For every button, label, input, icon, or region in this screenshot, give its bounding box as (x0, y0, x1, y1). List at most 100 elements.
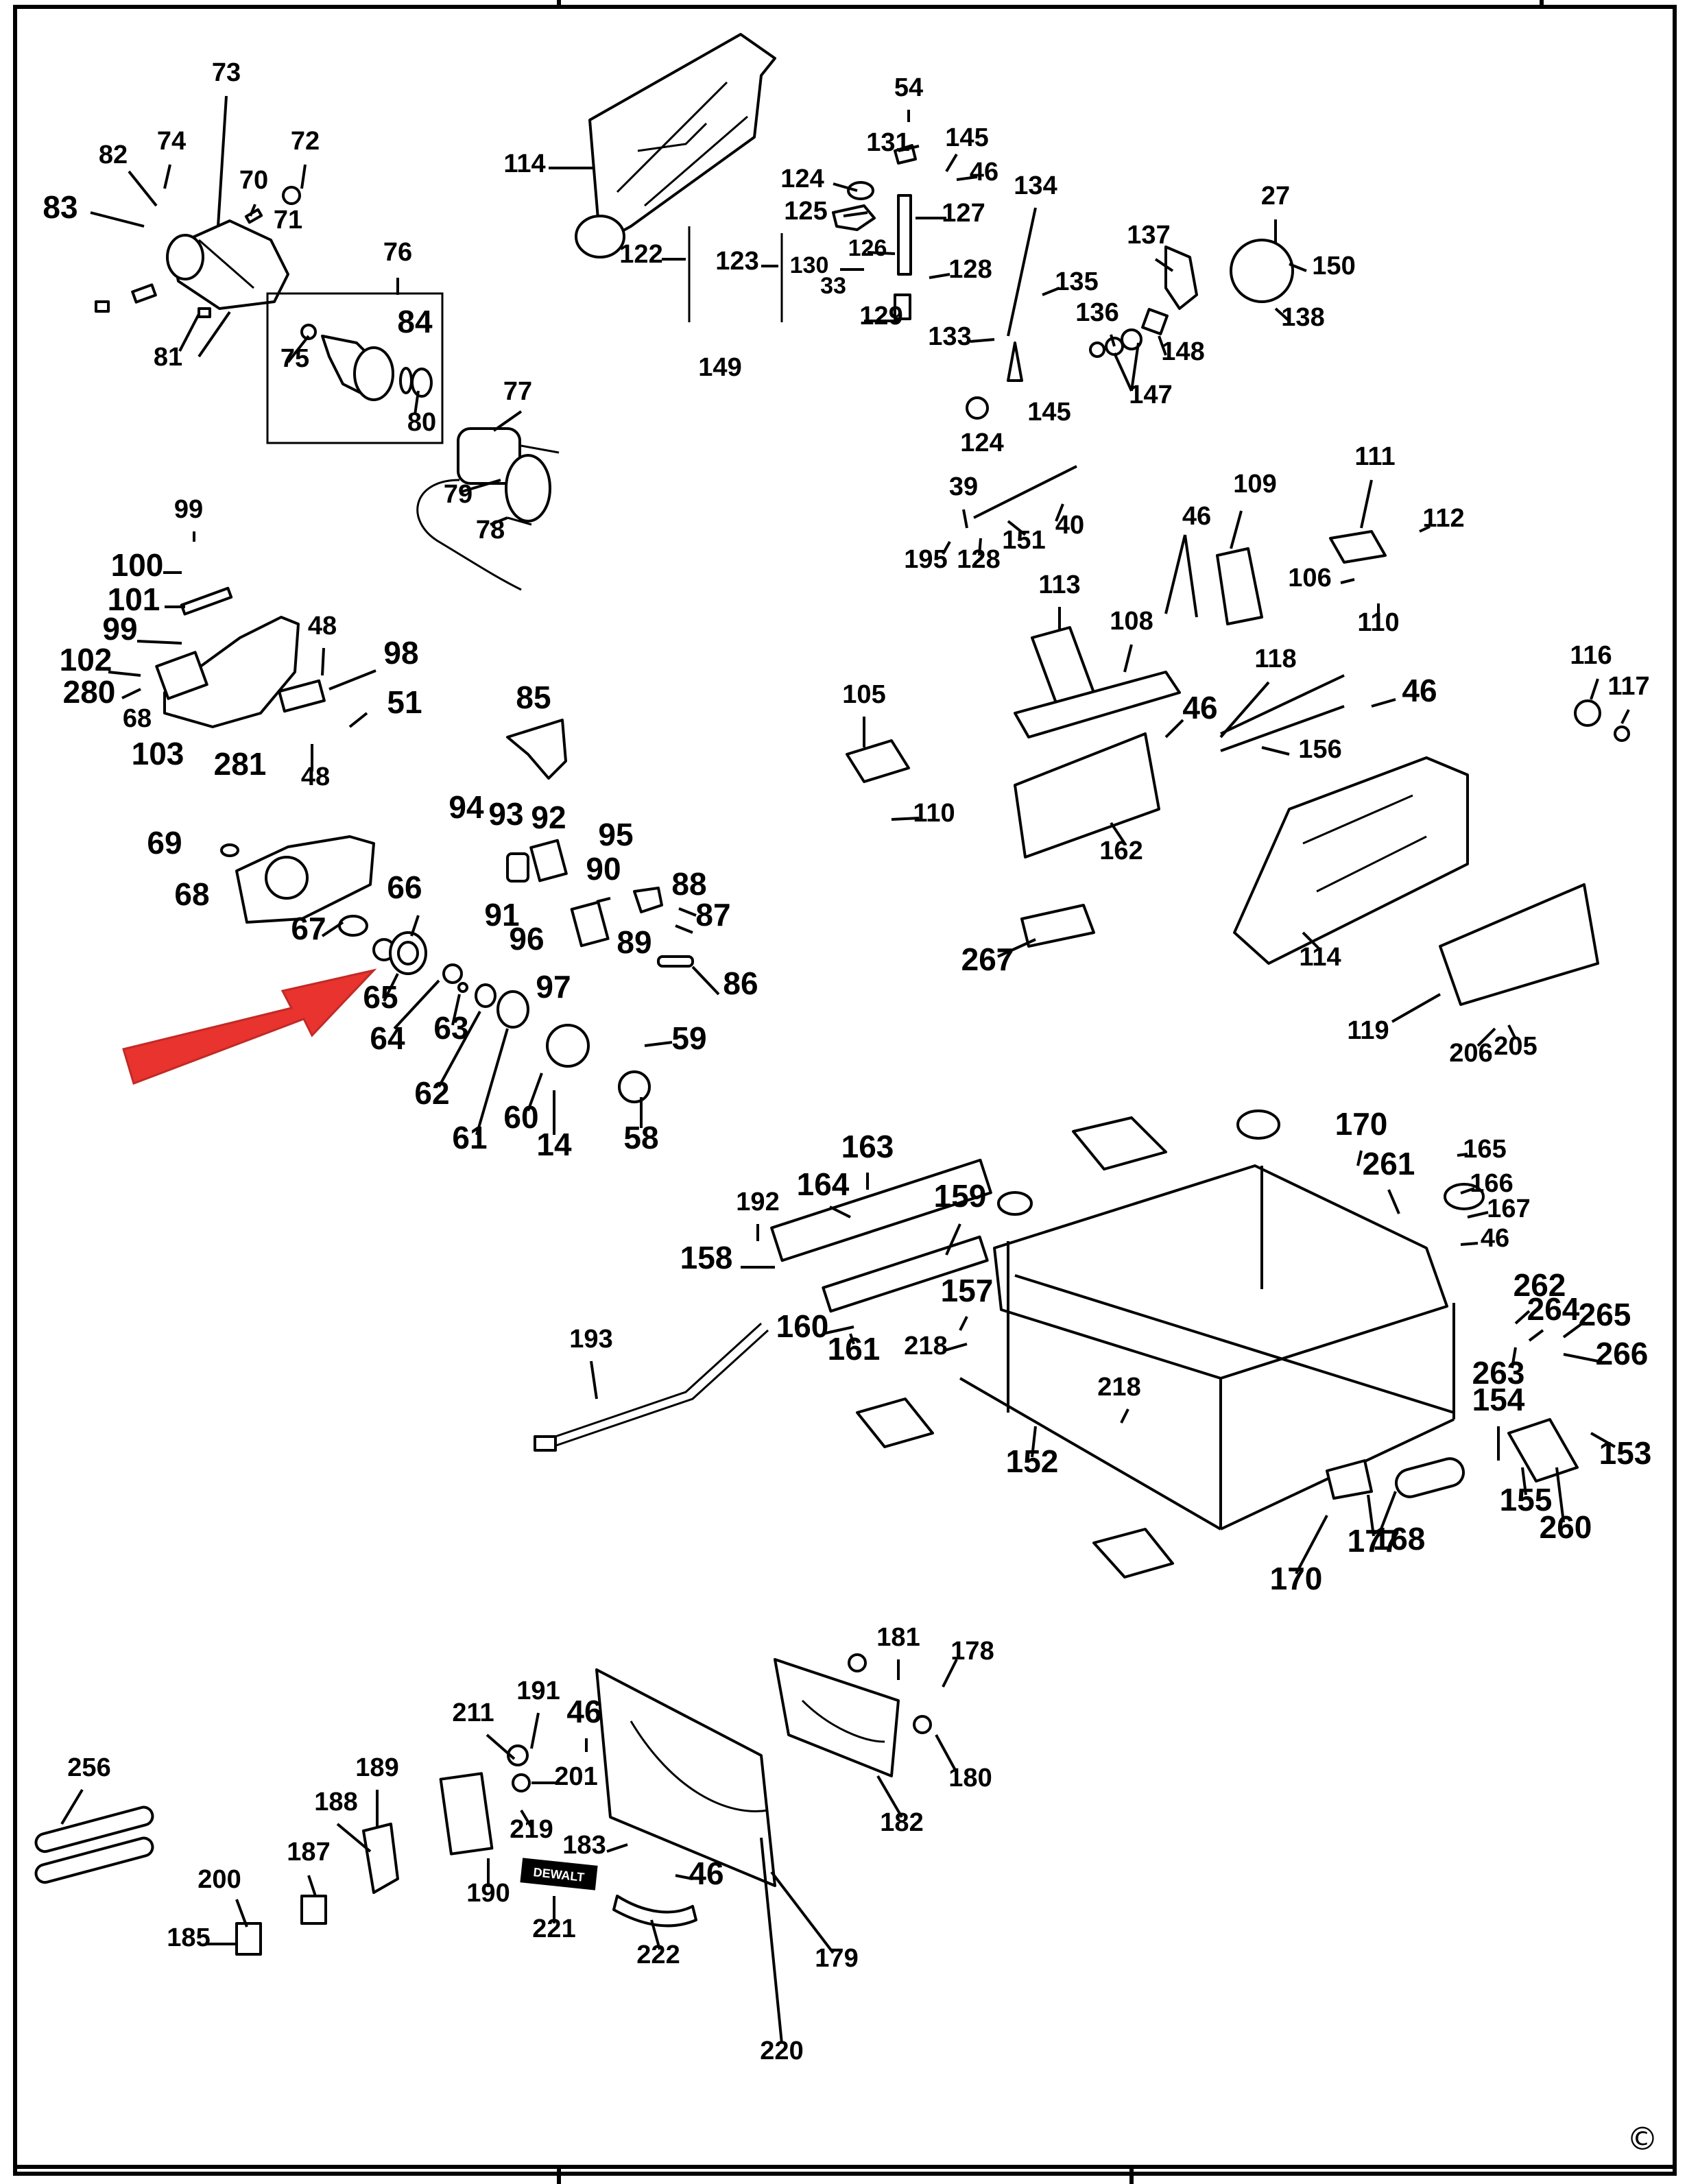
leader-line (136, 640, 182, 645)
leader-line (414, 390, 420, 416)
callout-218b: 218 (1097, 1373, 1140, 1402)
leader-line (978, 538, 982, 556)
table-frame-top (575, 33, 783, 322)
callout-189: 189 (355, 1753, 398, 1782)
callout-101: 101 (108, 581, 160, 617)
callout-152: 152 (1006, 1443, 1059, 1479)
leader-line (1110, 821, 1126, 845)
leader-line (650, 1919, 661, 1950)
callout-170: 170 (1335, 1106, 1388, 1142)
callout-113: 113 (1038, 571, 1080, 599)
callout-205: 205 (1494, 1032, 1537, 1061)
leader-line (1555, 1467, 1565, 1523)
leader-line (249, 204, 256, 217)
leader-line (1154, 258, 1174, 272)
callout-185: 185 (167, 1923, 210, 1952)
callout-87: 87 (695, 897, 730, 933)
callout-98: 98 (383, 635, 418, 671)
leader-line (1419, 525, 1431, 533)
leader-line (163, 164, 171, 189)
callout-222: 222 (636, 1941, 680, 1969)
leader-line (1467, 1211, 1489, 1219)
leader-line (1007, 520, 1027, 536)
leader-line (1274, 307, 1291, 322)
callout-92: 92 (531, 800, 566, 835)
leader-line (475, 1028, 509, 1136)
callout-71: 71 (274, 206, 302, 235)
callout-129: 129 (859, 302, 902, 331)
callout-183: 183 (562, 1831, 606, 1860)
leader-line (1507, 1024, 1517, 1040)
power-cord (534, 1322, 769, 1452)
leader-line (1511, 1347, 1517, 1369)
leader-line (970, 338, 995, 343)
callout-128: 128 (948, 255, 992, 284)
callout-281: 281 (214, 746, 267, 782)
arbor-gear (372, 931, 590, 1068)
leader-line (1031, 1426, 1037, 1458)
callout-162: 162 (1099, 837, 1142, 865)
highlight-arrow (122, 968, 377, 1085)
leader-line (178, 313, 200, 352)
leader-line (942, 541, 951, 555)
callout-135: 135 (1055, 267, 1098, 296)
callout-48b: 48 (301, 763, 330, 791)
callout-54: 54 (894, 73, 923, 102)
leader-line (1120, 1408, 1129, 1424)
leader-line (1391, 993, 1441, 1023)
callout-114: 114 (503, 149, 545, 178)
callout-161: 161 (828, 1331, 881, 1367)
callout-124: 124 (780, 165, 824, 193)
callout-46: 46 (970, 158, 998, 187)
leader-line (1340, 578, 1355, 584)
callout-134: 134 (1014, 171, 1057, 200)
callout-88: 88 (671, 866, 706, 902)
callout-46e: 46 (1481, 1224, 1509, 1253)
leader-line (849, 1333, 855, 1345)
leader-line (945, 153, 958, 173)
callout-187: 187 (287, 1838, 330, 1867)
leader-line (1457, 1153, 1468, 1157)
callout-81: 81 (154, 343, 182, 372)
callout-61: 61 (452, 1120, 487, 1155)
leader-line (1377, 1491, 1397, 1537)
callout-77: 77 (503, 377, 532, 406)
callout-117: 117 (1607, 672, 1649, 701)
callout-79: 79 (444, 480, 472, 509)
callout-46g: 46 (689, 1856, 723, 1891)
leader-line (590, 1360, 598, 1400)
leader-line (675, 924, 693, 934)
leader-line (321, 647, 325, 676)
leg-stand (770, 1109, 1579, 1579)
field-coil (416, 427, 560, 591)
leader-line (1130, 342, 1140, 392)
armature-box (266, 292, 444, 444)
leader-line (287, 335, 310, 363)
callout-95: 95 (598, 817, 633, 852)
callout-138: 138 (1281, 303, 1324, 332)
leader-line (1620, 709, 1630, 724)
callout-260: 260 (1540, 1509, 1592, 1545)
leader-line (929, 273, 950, 279)
callout-114b: 114 (1299, 943, 1341, 972)
leader-line (1360, 479, 1373, 529)
callout-122: 122 (619, 240, 662, 269)
leader-line (1302, 931, 1321, 951)
leader-line (1055, 503, 1064, 522)
leader-line (459, 479, 501, 494)
leader-line (527, 1072, 543, 1112)
callout-46c: 46 (1402, 673, 1437, 708)
callout-66: 66 (387, 869, 422, 905)
dewalt-logo: DEWALT (520, 1858, 598, 1891)
callout-195: 195 (904, 545, 947, 574)
riving-knife-group (34, 1744, 697, 1956)
bevel-gear-group (966, 239, 1294, 519)
leader-line (891, 817, 920, 821)
callout-60: 60 (503, 1099, 538, 1135)
callout-128b: 128 (957, 545, 1000, 574)
callout-145b: 145 (1027, 398, 1070, 427)
leader-line (438, 1011, 481, 1088)
leader-line (486, 1733, 516, 1760)
callout-51: 51 (387, 684, 422, 720)
